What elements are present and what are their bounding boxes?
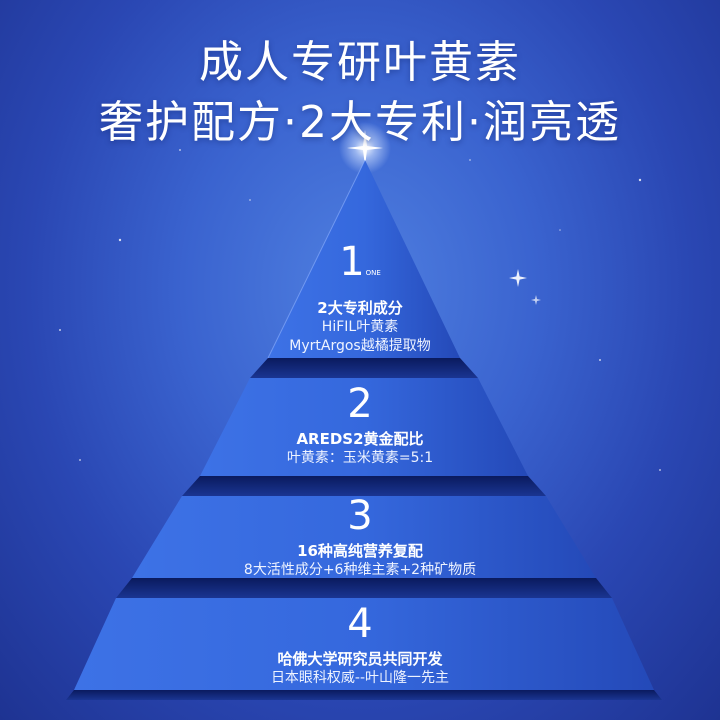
star-dot bbox=[179, 149, 181, 151]
tier-1-subtitle-1: HiFIL叶黄素 bbox=[321, 319, 399, 335]
pyramid-edge-highlight bbox=[267, 159, 366, 359]
pyramid-tier-2-shelf bbox=[182, 476, 546, 496]
tier-4-title: 哈佛大学研究员共同开发 bbox=[277, 650, 443, 668]
pyramid-tier-1-shelf bbox=[250, 358, 478, 378]
star-dot bbox=[659, 469, 661, 471]
tier-1-title: 2大专利成分 bbox=[317, 299, 403, 317]
star-dot bbox=[118, 238, 122, 242]
tier-1-block: 1ONE 2大专利成分 HiFIL叶黄素 MyrtArgos越橘提取物 bbox=[0, 242, 720, 356]
star-dot bbox=[638, 178, 642, 182]
star-dot bbox=[249, 199, 251, 201]
star-dot bbox=[469, 159, 471, 161]
tier-2-subtitle-1: 叶黄素：玉米黄素=5:1 bbox=[286, 450, 434, 466]
star-dot bbox=[599, 359, 601, 361]
star-dot bbox=[59, 329, 61, 331]
pyramid-tier-2 bbox=[200, 378, 528, 476]
tier-3-number: 3 bbox=[347, 493, 373, 539]
tier-2-title: AREDS2黄金配比 bbox=[296, 430, 424, 448]
peak-sparkle-icon bbox=[347, 130, 383, 166]
pyramid-tier-3 bbox=[132, 496, 596, 578]
tier-2-block: 2 AREDS2黄金配比 叶黄素：玉米黄素=5:1 bbox=[0, 384, 720, 468]
sparkle-star-icon bbox=[509, 269, 527, 287]
tier-3-subtitle-1: 8大活性成分+6种维主素+2种矿物质 bbox=[243, 562, 477, 578]
tier-3-title: 16种高纯营养复配 bbox=[297, 542, 423, 560]
tier-3-block: 3 16种高纯营养复配 8大活性成分+6种维主素+2种矿物质 bbox=[0, 496, 720, 580]
pyramid-tier-4-shelf bbox=[66, 690, 662, 700]
star-dot bbox=[79, 459, 81, 461]
tier-1-number-caption: ONE bbox=[365, 269, 381, 277]
tier-1-number: 1ONE bbox=[339, 239, 381, 285]
pyramid-tier-4 bbox=[74, 598, 654, 690]
headline-line-2: 奢护配方·2大专利·润亮透 bbox=[99, 97, 621, 148]
pyramid-tier-3-shelf bbox=[116, 578, 612, 598]
tier-4-block: 4 哈佛大学研究员共同开发 日本眼科权威--叶山隆一先主 bbox=[0, 604, 720, 688]
sparkle-star-icon bbox=[531, 295, 541, 305]
tier-4-number: 4 bbox=[347, 601, 373, 647]
headline-line-1: 成人专研叶黄素 bbox=[199, 37, 521, 88]
tier-1-subtitle-2: MyrtArgos越橘提取物 bbox=[289, 338, 431, 354]
tier-4-subtitle-1: 日本眼科权威--叶山隆一先主 bbox=[270, 670, 450, 686]
tier-2-number: 2 bbox=[347, 381, 373, 427]
star-dot bbox=[559, 229, 561, 231]
pyramid-tier-1 bbox=[268, 160, 460, 358]
